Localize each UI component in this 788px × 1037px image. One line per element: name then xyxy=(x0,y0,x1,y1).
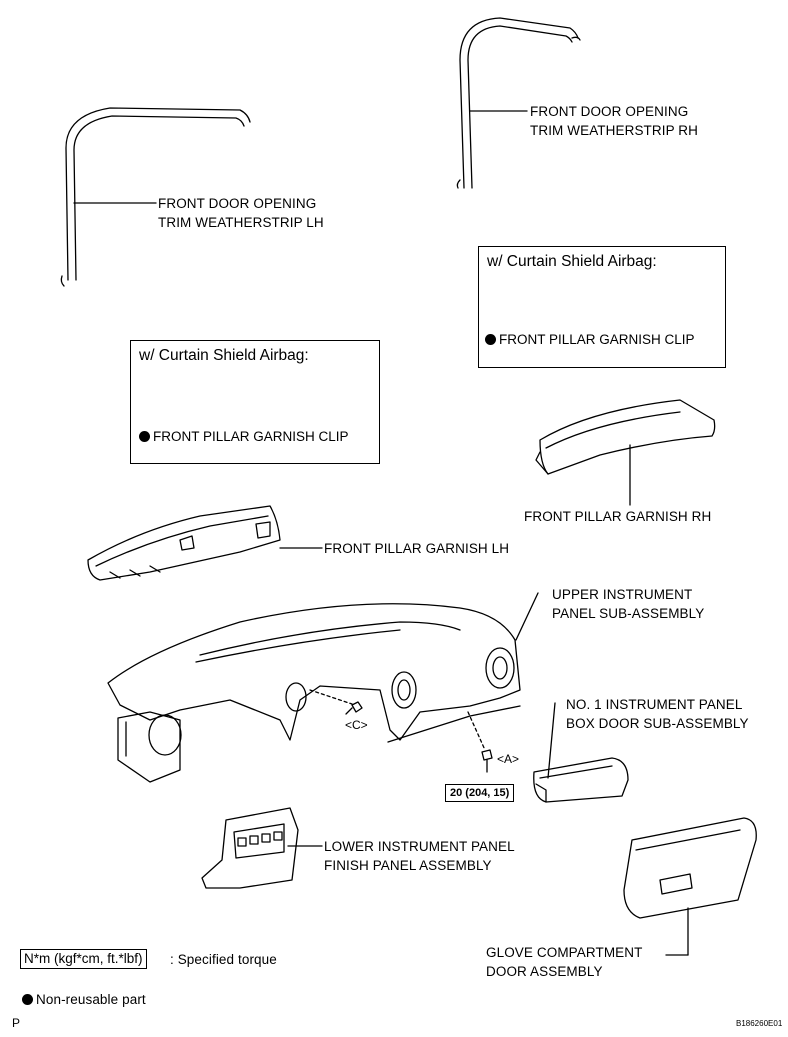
legend-torque-unit: N*m (kgf*cm, ft.*lbf) xyxy=(20,949,147,969)
airbag-box-right-clip-label: FRONT PILLAR GARNISH CLIP xyxy=(485,332,695,347)
bolt-a-drawing xyxy=(467,711,493,773)
weatherstrip-rh-drawing xyxy=(456,17,581,189)
airbag-box-right: w/ Curtain Shield Airbag: FRONT PILLAR G… xyxy=(478,246,726,368)
bolt-c-drawing xyxy=(309,689,363,715)
label-weatherstrip-lh: FRONT DOOR OPENING TRIM WEATHERSTRIP LH xyxy=(158,196,324,230)
label-lower-finish: LOWER INSTRUMENT PANEL FINISH PANEL ASSE… xyxy=(324,839,515,873)
upper-instrument-panel-drawing xyxy=(107,603,521,783)
front-pillar-garnish-lh-drawing xyxy=(87,505,281,581)
leader-upper-panel xyxy=(515,592,539,641)
leader-box-door xyxy=(547,702,556,779)
box-door-drawing xyxy=(533,757,629,803)
torque-value: 20 (204, 15) xyxy=(445,784,515,802)
non-reusable-dot-icon xyxy=(139,431,150,442)
front-pillar-garnish-rh-drawing xyxy=(535,399,716,475)
label-glove-door: GLOVE COMPARTMENT DOOR ASSEMBLY xyxy=(486,945,643,979)
label-box-door: NO. 1 INSTRUMENT PANEL BOX DOOR SUB-ASSE… xyxy=(566,697,749,731)
callout-a: <A> xyxy=(497,752,520,766)
label-upper-panel: UPPER INSTRUMENT PANEL SUB-ASSEMBLY xyxy=(552,587,705,621)
non-reusable-dot-icon xyxy=(22,994,33,1005)
legend-non-reusable: Non-reusable part xyxy=(22,990,146,1009)
non-reusable-dot-icon xyxy=(485,334,496,345)
label-garnish-rh: FRONT PILLAR GARNISH RH xyxy=(524,509,712,524)
airbag-box-left-clip-label: FRONT PILLAR GARNISH CLIP xyxy=(139,429,349,444)
weatherstrip-lh-drawing xyxy=(60,107,251,287)
label-garnish-lh: FRONT PILLAR GARNISH LH xyxy=(324,541,510,556)
legend-torque-desc: : Specified torque xyxy=(170,952,277,967)
glove-door-drawing xyxy=(623,817,757,919)
lower-finish-panel-drawing xyxy=(201,807,299,889)
airbag-box-left: w/ Curtain Shield Airbag: FRONT PILLAR G… xyxy=(130,340,380,464)
callout-c: <C> xyxy=(345,718,368,732)
footer-left-mark: P xyxy=(12,1016,21,1030)
airbag-box-right-title: w/ Curtain Shield Airbag: xyxy=(487,253,657,270)
airbag-box-left-title: w/ Curtain Shield Airbag: xyxy=(139,347,309,364)
figure-id: B186260E01 xyxy=(736,1019,783,1028)
label-weatherstrip-rh: FRONT DOOR OPENING TRIM WEATHERSTRIP RH xyxy=(530,104,699,138)
